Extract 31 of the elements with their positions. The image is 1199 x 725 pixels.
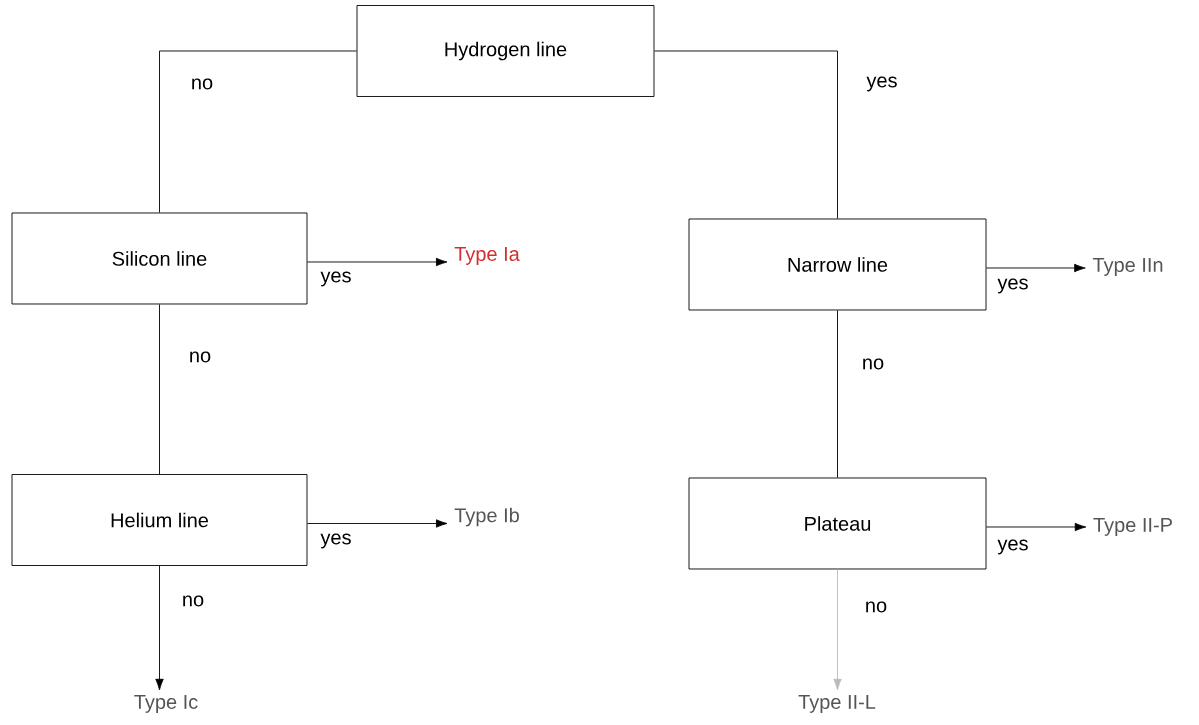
connector-line <box>837 310 838 478</box>
connector-line <box>159 304 160 475</box>
edge-label: no <box>180 594 206 608</box>
decision-box: Silicon line <box>11 212 308 305</box>
edge-label: no <box>189 77 215 91</box>
result-label: Type Ia <box>454 247 520 265</box>
connector-line <box>159 50 357 213</box>
edge-label: no <box>187 350 213 364</box>
result-label: Type IIn <box>1092 258 1163 276</box>
edge-label: yes <box>319 270 353 288</box>
arrow <box>833 569 842 691</box>
edge-label: no <box>860 357 886 371</box>
arrow <box>986 263 1086 273</box>
edge-label: yes <box>319 532 353 550</box>
arrow <box>986 522 1087 532</box>
decision-box: Hydrogen line <box>356 5 655 97</box>
edge-label: no <box>863 600 889 614</box>
decision-box: Plateau <box>688 477 987 570</box>
decision-box: Helium line <box>11 474 308 566</box>
result-label: Type Ic <box>134 695 198 713</box>
arrow <box>307 257 448 267</box>
decision-box: Narrow line <box>688 218 987 311</box>
result-label: Type II-P <box>1093 518 1172 536</box>
edge-label: yes <box>996 277 1030 295</box>
connector-line <box>654 50 838 219</box>
arrow <box>155 565 164 691</box>
result-label: Type Ib <box>454 507 519 527</box>
edge-label: yes <box>996 538 1030 556</box>
edge-label: yes <box>865 75 899 93</box>
arrow <box>307 519 448 528</box>
result-label: Type II-L <box>798 695 876 713</box>
